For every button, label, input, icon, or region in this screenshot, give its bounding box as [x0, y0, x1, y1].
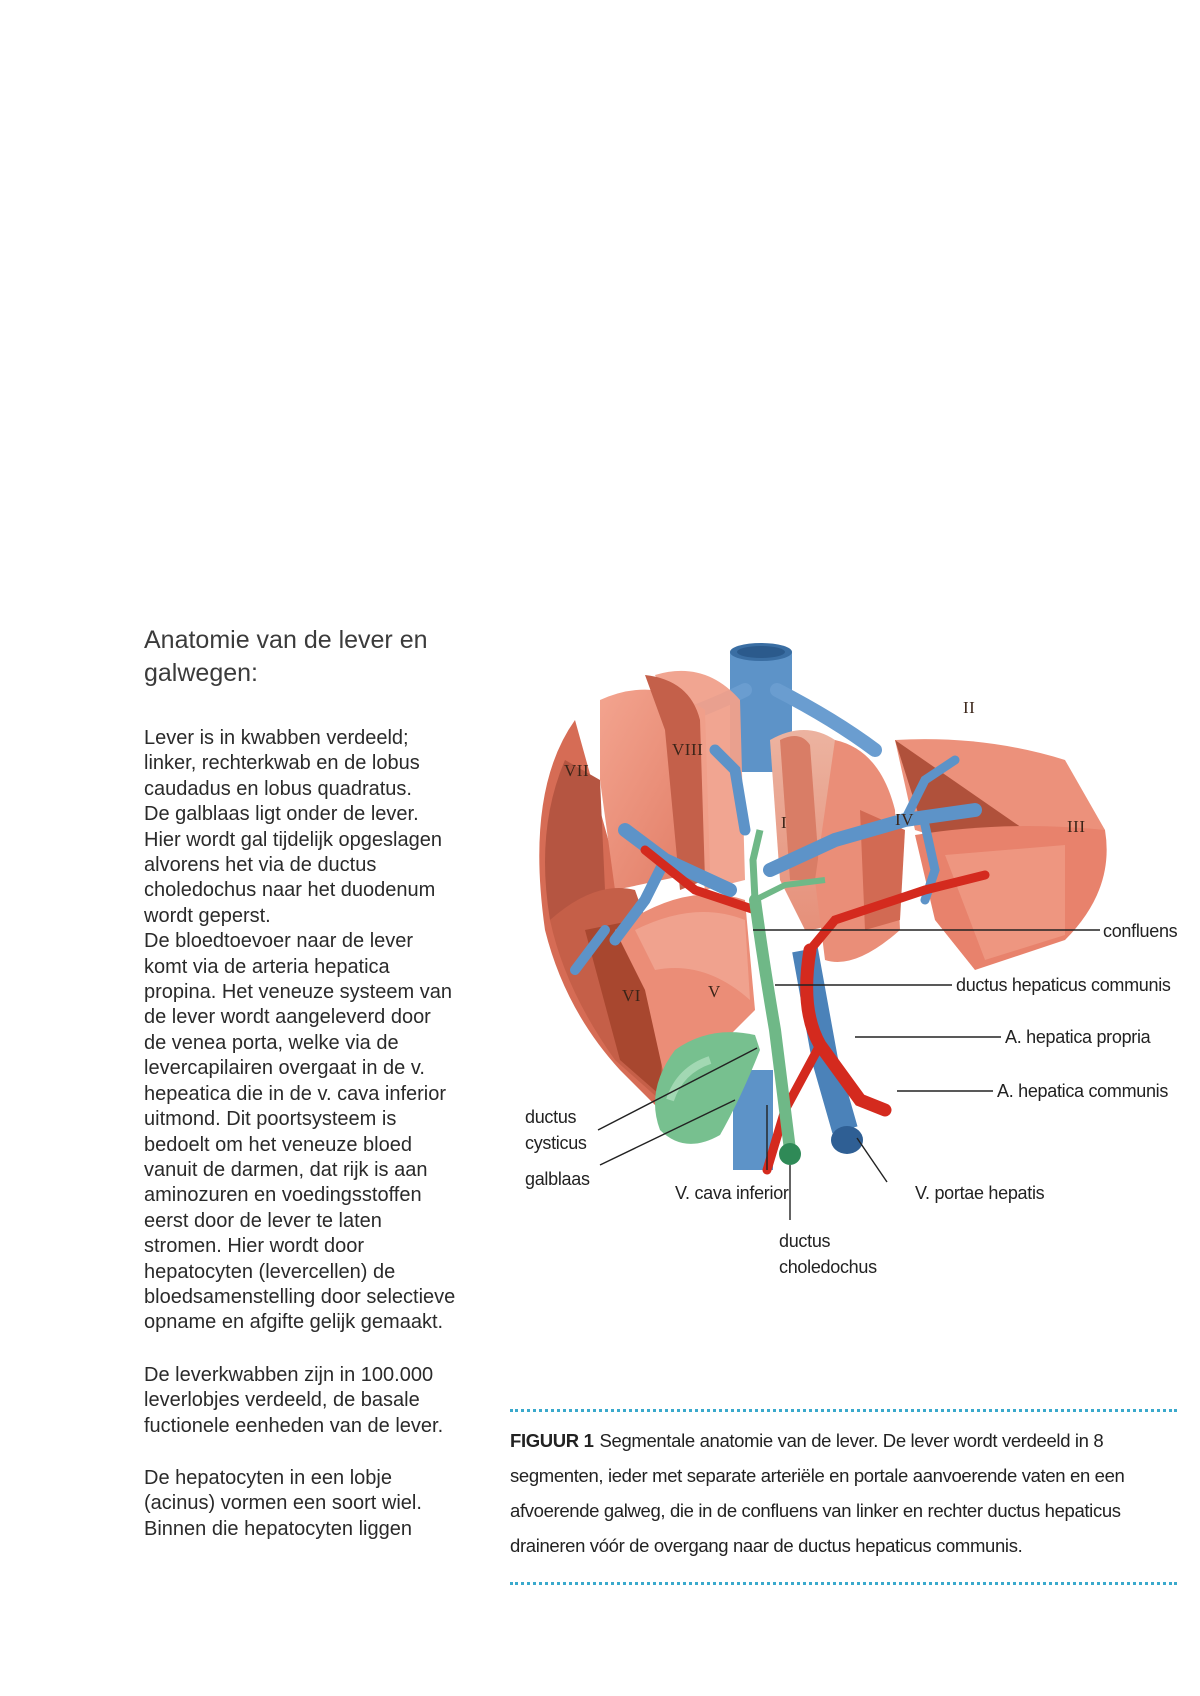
label-v-portae-hepatis: V. portae hepatis — [915, 1183, 1045, 1203]
paragraph-hepatocytes: De hepatocyten in een lobje (acinus) vor… — [144, 1466, 422, 1540]
label-confluens: confluens — [1103, 921, 1178, 941]
label-a-hepatica-propria: A. hepatica propria — [1005, 1027, 1151, 1047]
divider-top — [510, 1409, 1177, 1412]
body-text: Lever is in kwabben verdeeld; linker, re… — [144, 726, 496, 1542]
segment-label: IV — [895, 810, 914, 829]
label-a-hepatica-communis: A. hepatica communis — [997, 1081, 1169, 1101]
paragraph-lobules: De leverkwabben zijn in 100.000 leverlob… — [144, 1363, 444, 1437]
figure-number: FIGUUR 1 — [510, 1430, 594, 1451]
liver-anatomy-figure: VII VIII II I IV III VI V confluens duct… — [505, 630, 1185, 1280]
label-galblaas: galblaas — [525, 1169, 590, 1189]
leader-lines — [597, 929, 1100, 1220]
segment-label: VI — [622, 986, 641, 1005]
label-ductus-choledochus: ductus choledochus — [779, 1231, 877, 1277]
segment-label: VII — [564, 761, 590, 780]
section-heading: Anatomie van de lever en galwegen: — [144, 626, 428, 687]
segment-label: VIII — [672, 740, 704, 759]
figure-caption-text: Segmentale anatomie van de lever. De lev… — [510, 1430, 1125, 1556]
label-ductus-cysticus: ductus cysticus — [525, 1107, 587, 1153]
divider-bottom — [510, 1582, 1177, 1585]
segment-label: I — [781, 813, 788, 832]
bile-duct — [749, 829, 826, 1165]
label-v-cava-inferior: V. cava inferior — [675, 1183, 789, 1203]
liver-illustration — [539, 643, 1107, 1220]
paragraph-anatomy: Lever is in kwabben verdeeld; linker, re… — [144, 727, 456, 1334]
segment-label: III — [1067, 817, 1086, 836]
label-ductus-hepaticus-communis: ductus hepaticus communis — [956, 975, 1171, 995]
segment-label: II — [963, 698, 976, 717]
segment-label: V — [708, 982, 721, 1001]
